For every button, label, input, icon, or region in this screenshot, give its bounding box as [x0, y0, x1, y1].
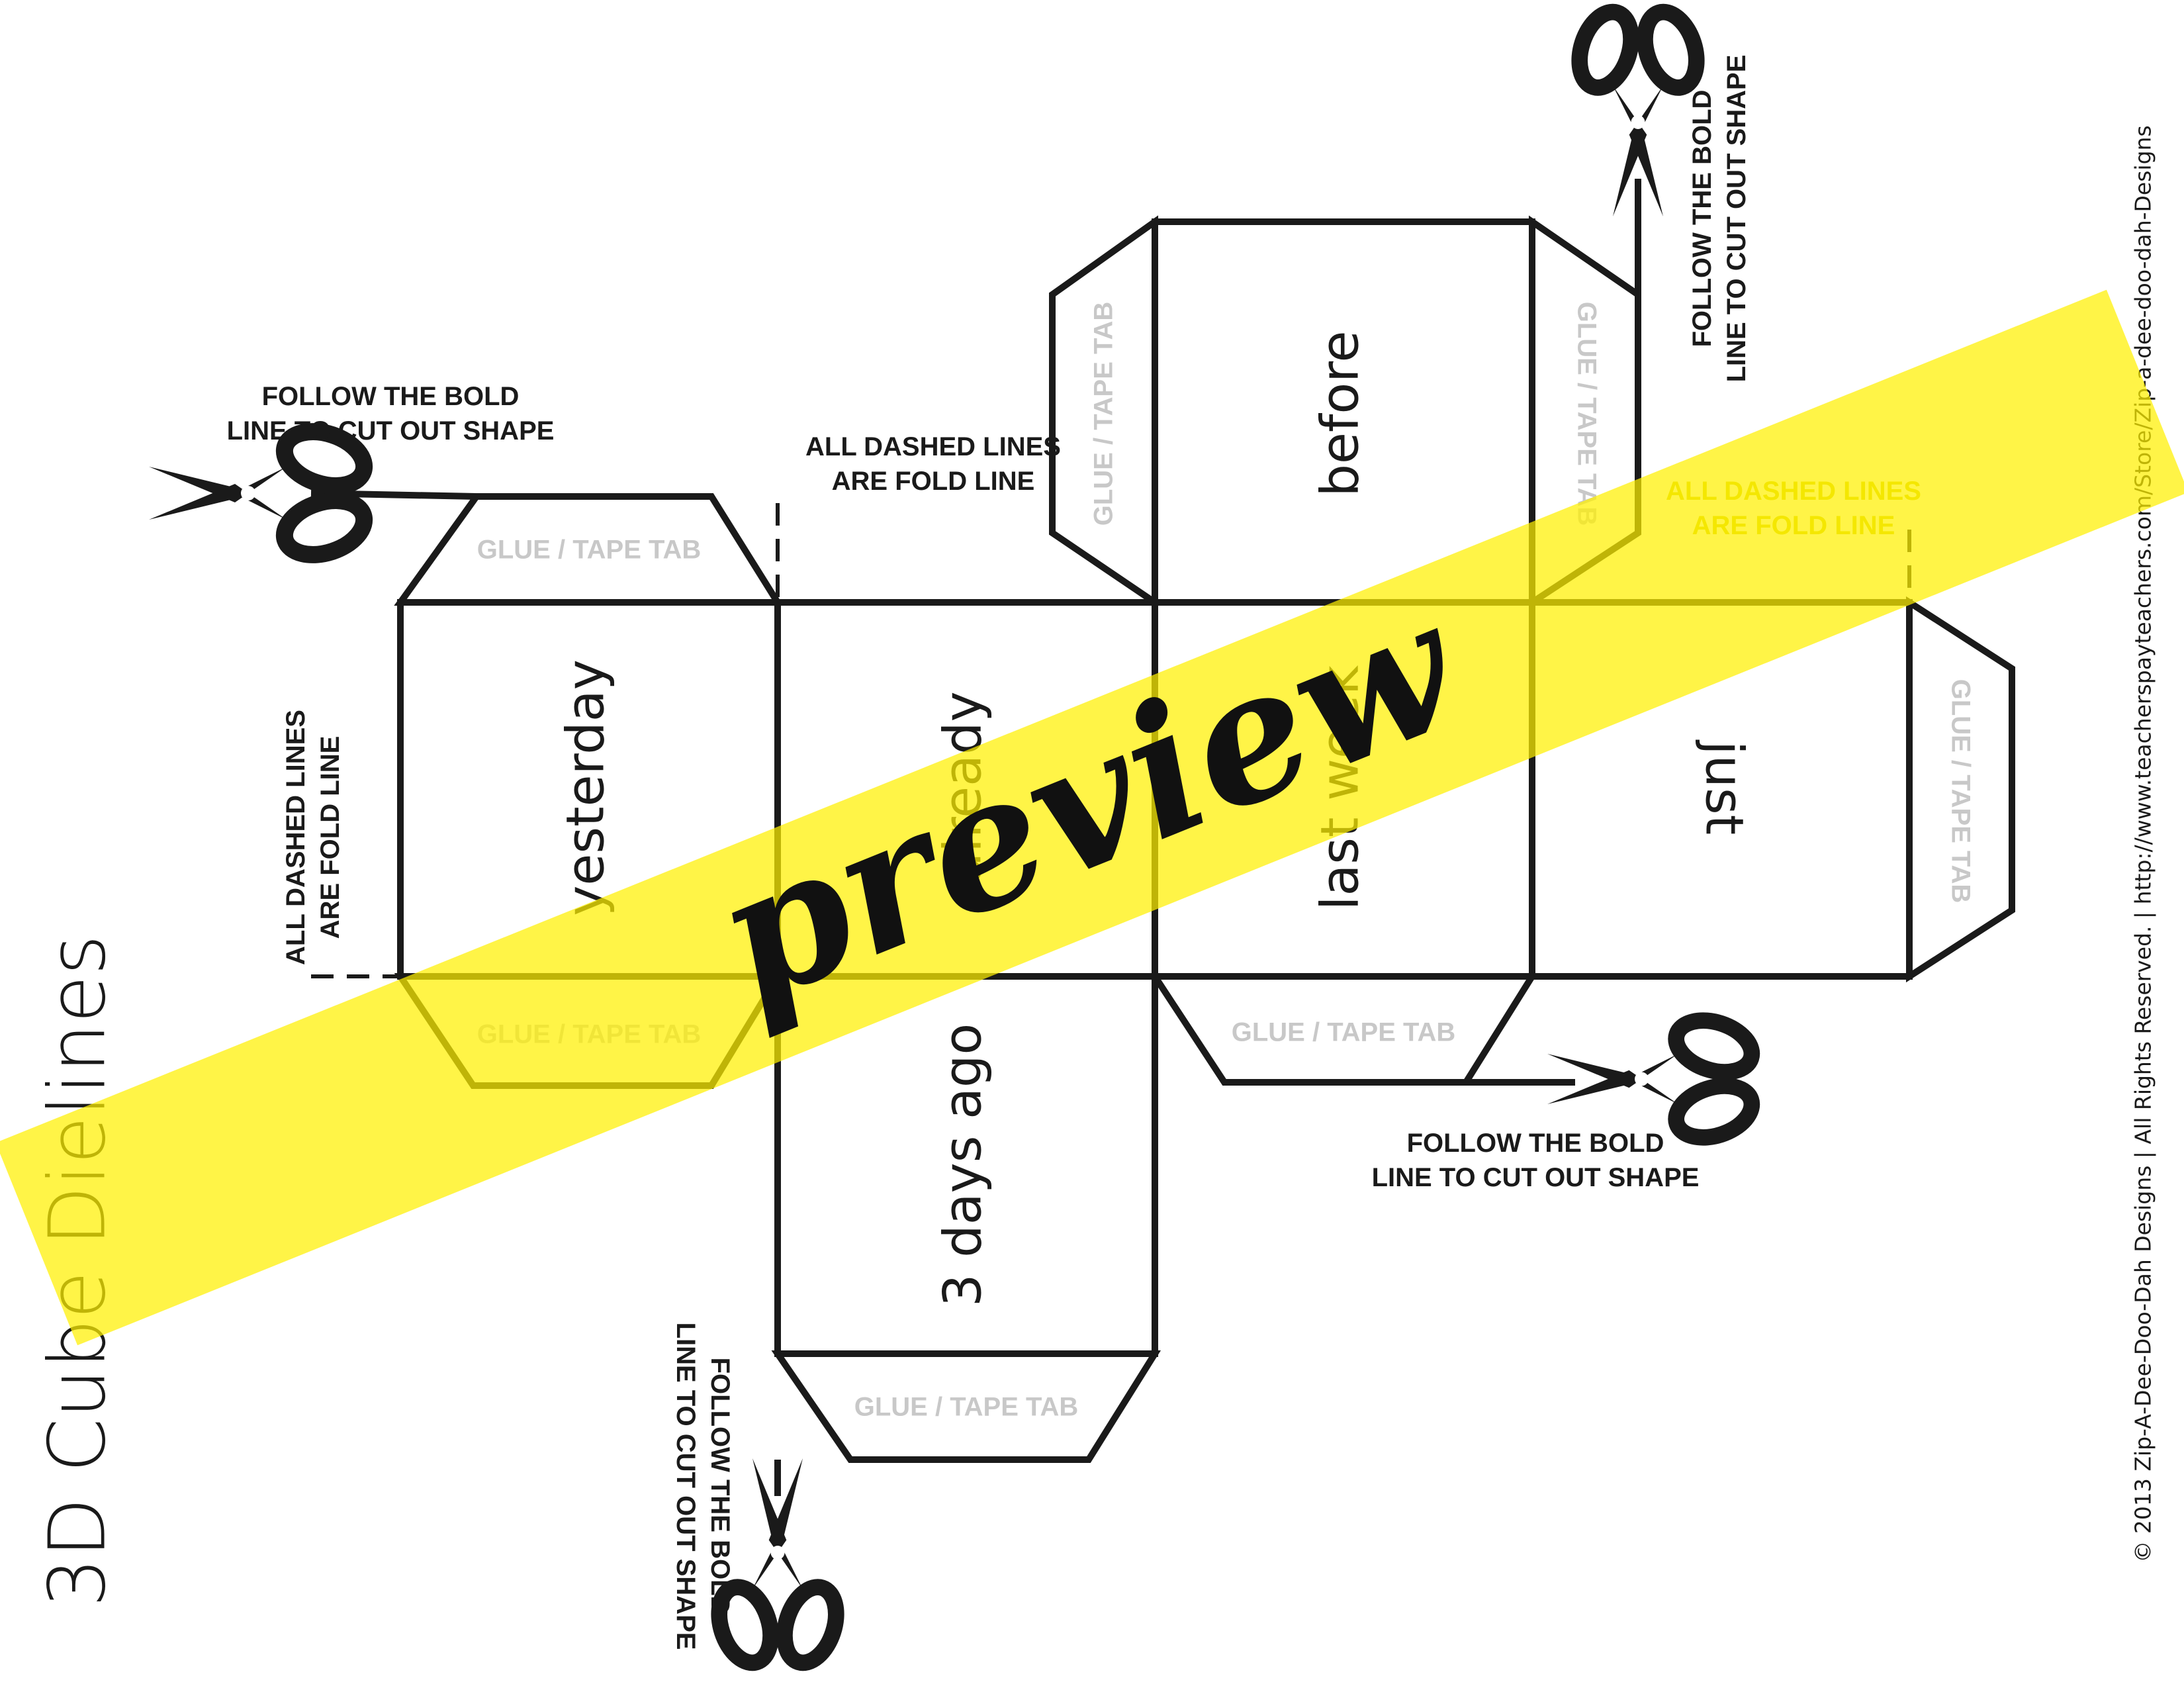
instruction-line: LINE TO CUT OUT SHAPE [1372, 1163, 1700, 1192]
tab-label: GLUE / TAPE TAB [477, 536, 702, 565]
instruction-line: ARE FOLD LINE [316, 736, 345, 939]
cut-instruction: FOLLOW THE BOLD LINE TO CUT OUT SHAPE [227, 382, 555, 445]
copyright-notice: © 2013 Zip-A-Dee-Doo-Dah Designs | All R… [2130, 125, 2156, 1562]
instruction-line: FOLLOW THE BOLD [705, 1358, 735, 1615]
tab-label: GLUE / TAPE TAB [1946, 679, 1975, 904]
instruction-line: FOLLOW THE BOLD [262, 382, 520, 411]
instruction-line: ALL DASHED LINES [805, 432, 1061, 461]
tab-label: GLUE / TAPE TAB [1089, 302, 1118, 526]
instruction-line: ALL DASHED LINES [281, 710, 310, 965]
face-word-before: before [1310, 330, 1370, 496]
face-word-just: just [1694, 739, 1754, 835]
instruction-line: LINE TO CUT OUT SHAPE [671, 1323, 700, 1650]
instruction-line: ARE FOLD LINE [832, 467, 1035, 496]
scissors-icon [1547, 1011, 1758, 1147]
face-three-days-ago [774, 973, 1158, 1357]
face-word-three-days-ago: 3 days ago [933, 1023, 993, 1307]
instruction-line: FOLLOW THE BOLD [1688, 90, 1717, 348]
cut-instruction: FOLLOW THE BOLD LINE TO CUT OUT SHAPE [671, 1323, 735, 1650]
instruction-line: LINE TO CUT OUT SHAPE [227, 416, 555, 445]
fold-instruction: ALL DASHED LINES ARE FOLD LINE [281, 710, 345, 965]
tab-just-right [1906, 596, 2015, 983]
face-word-yesterday: yesterday [556, 659, 615, 916]
tab-label: GLUE / TAPE TAB [1232, 1018, 1456, 1047]
tab-label: GLUE / TAPE TAB [1572, 302, 1601, 526]
fold-instruction: ALL DASHED LINES ARE FOLD LINE [805, 432, 1061, 496]
face-before [1152, 218, 1535, 606]
cut-instruction: FOLLOW THE BOLD LINE TO CUT OUT SHAPE [1372, 1129, 1700, 1192]
instruction-line: LINE TO CUT OUT SHAPE [1722, 55, 1751, 383]
tab-label: GLUE / TAPE TAB [854, 1393, 1079, 1422]
instruction-line: FOLLOW THE BOLD [1407, 1129, 1664, 1158]
highlight-band [0, 289, 2184, 1346]
cut-instruction: FOLLOW THE BOLD LINE TO CUT OUT SHAPE [1688, 55, 1751, 383]
